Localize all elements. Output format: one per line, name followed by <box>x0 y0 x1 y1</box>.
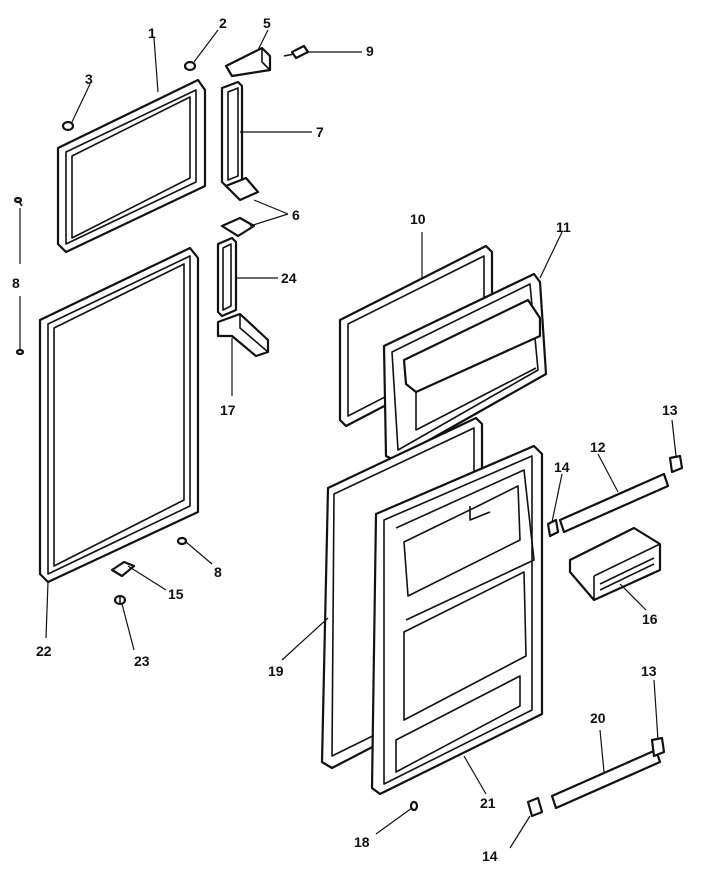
callout-18: 18 <box>354 834 370 850</box>
fresh-food-gasket <box>38 246 200 584</box>
callout-labels: 1 2 3 5 9 7 6 8 24 17 10 11 13 12 14 16 … <box>12 15 678 864</box>
hinge-spacer <box>220 216 256 238</box>
callout-11: 11 <box>556 219 571 235</box>
screw-8-lower <box>15 348 25 356</box>
plug-button-3 <box>61 120 75 132</box>
screw-18 <box>409 800 419 812</box>
fresh-food-door-liner <box>370 444 544 796</box>
callout-21: 21 <box>480 795 496 811</box>
end-cap-14-upper <box>546 518 560 538</box>
plug-8-right <box>176 536 188 546</box>
upper-hinge <box>224 46 272 78</box>
callout-12: 12 <box>590 439 606 455</box>
end-cap-14-lower <box>526 796 544 818</box>
callout-10: 10 <box>410 211 426 227</box>
center-hinge-bracket <box>216 236 238 318</box>
callout-7: 7 <box>316 124 324 140</box>
callout-6: 6 <box>292 207 300 223</box>
end-cap-13-upper <box>668 454 684 474</box>
callout-24: 24 <box>281 270 297 286</box>
bushing-23 <box>113 594 127 606</box>
callout-20: 20 <box>590 710 606 726</box>
callout-1: 1 <box>148 25 156 41</box>
shelf-rail-12 <box>558 472 670 534</box>
freezer-door-liner <box>382 272 548 462</box>
callout-3: 3 <box>85 71 93 87</box>
freezer-gasket <box>56 78 207 254</box>
shelf-rail-20 <box>550 748 662 810</box>
callout-17: 17 <box>220 402 236 418</box>
screw-9 <box>283 44 310 60</box>
hinge-pin-15 <box>110 560 136 578</box>
hinge-bracket-upper <box>220 80 260 202</box>
callout-13-lower: 13 <box>641 663 657 679</box>
callout-2: 2 <box>219 15 227 31</box>
callout-9: 9 <box>366 43 374 59</box>
dairy-bin-16 <box>568 526 662 602</box>
center-hinge <box>216 312 270 358</box>
callout-22: 22 <box>36 643 52 659</box>
callout-14-upper: 14 <box>554 459 570 475</box>
callout-19: 19 <box>268 663 284 679</box>
callout-5: 5 <box>263 15 271 31</box>
callout-14-lower: 14 <box>482 848 498 864</box>
callout-13-upper: 13 <box>662 402 678 418</box>
screw-8-upper <box>13 196 23 207</box>
end-cap-13-lower <box>650 736 666 758</box>
callout-23: 23 <box>134 653 150 669</box>
callout-16: 16 <box>642 611 658 627</box>
leader-lines <box>19 29 677 849</box>
callout-8-right: 8 <box>214 564 222 580</box>
callout-15: 15 <box>168 586 184 602</box>
plug-button-2 <box>183 60 197 72</box>
callout-8-left: 8 <box>12 275 20 291</box>
